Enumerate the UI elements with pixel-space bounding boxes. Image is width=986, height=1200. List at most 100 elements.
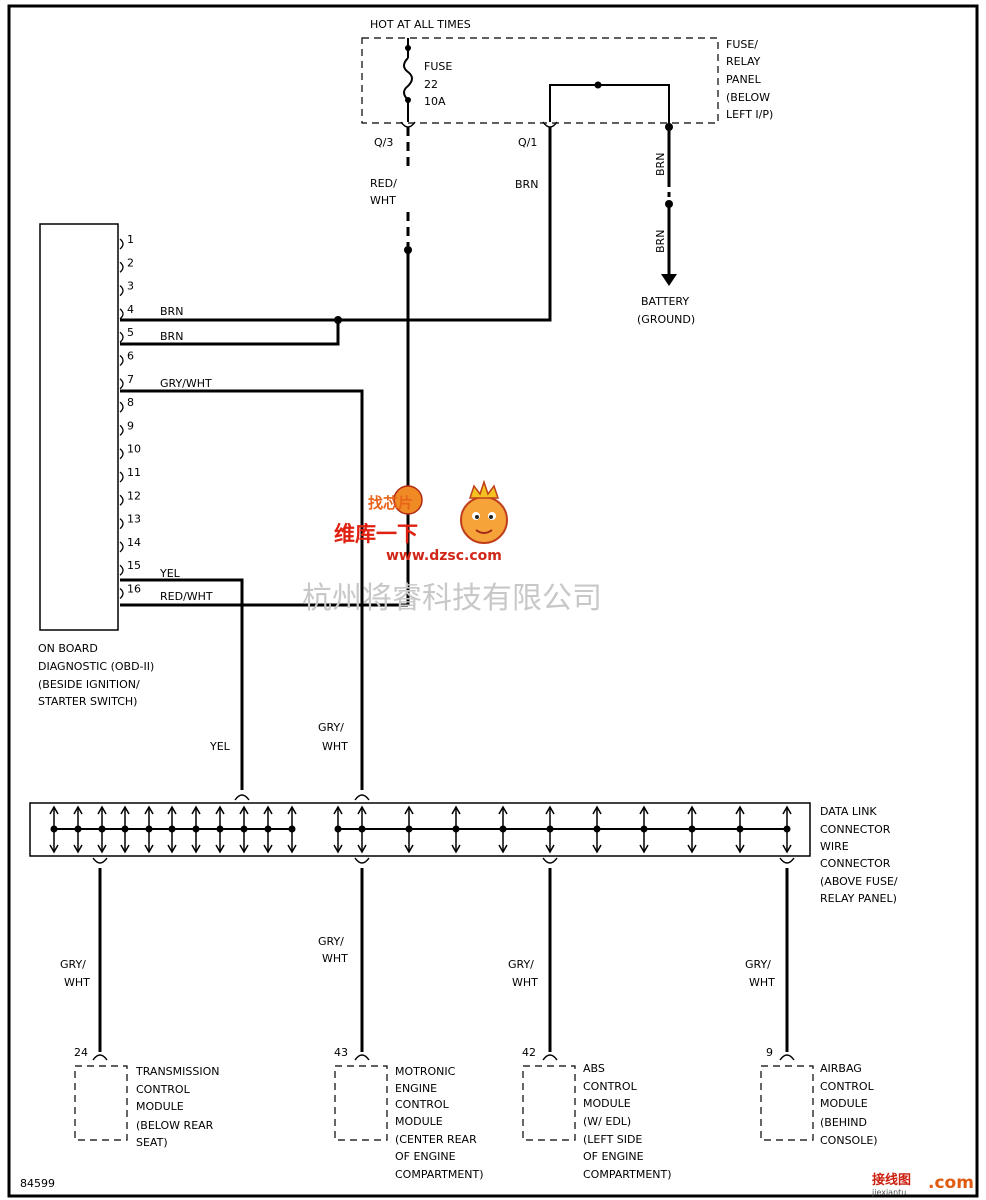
abs-wire-label-1: GRY/: [508, 958, 534, 971]
obd-pin-8-terminal: [119, 401, 124, 413]
obd-label-line-1: ON BOARD: [38, 642, 98, 655]
fuse-22-symbol: [403, 38, 413, 122]
gry-wht-obd-to-dlc-wire: [120, 389, 364, 790]
red-wht-splice-dot: [404, 246, 412, 254]
abs-label-line-5: (LEFT SIDE: [583, 1133, 642, 1146]
obd-pin-9-terminal: [119, 424, 124, 436]
airbag-label-line-1: AIRBAG: [820, 1062, 862, 1075]
airbag-label-line-4: (BEHIND: [820, 1116, 867, 1129]
tcm-wire-label-1: GRY/: [60, 958, 86, 971]
obd-pin-14-terminal: [119, 541, 124, 553]
obd-label-line-3: (BESIDE IGNITION/: [38, 678, 140, 691]
gry-wht-obd-label-line-1: GRY/: [318, 721, 344, 734]
obd-pin-16-terminal: [119, 588, 124, 599]
yel-wire-label: YEL: [209, 740, 231, 753]
brn-ground-label-1: BRN: [654, 153, 667, 176]
gry-wht-obd-label-line-2: WHT: [322, 740, 348, 753]
dlc-pin-10: [263, 805, 273, 854]
dlc-pin-15: [451, 805, 461, 854]
dlc-label-line-1: DATA LINK: [820, 805, 877, 818]
tcm-pin-connector: [92, 1054, 108, 1061]
dlc-pin-4: [120, 805, 130, 854]
abs-label-line-1: ABS: [583, 1062, 605, 1075]
fuse-panel-box: [361, 37, 719, 124]
obd-pin-13-number: 13: [127, 513, 141, 526]
obd-pin-13-terminal: [119, 518, 124, 530]
obd-pin-7-number: 7: [127, 373, 134, 386]
obd-pin-10-number: 10: [127, 443, 141, 456]
dzsc-logo: 找芯片 维库一下 www.dzsc.com: [334, 479, 508, 564]
terminal-q1-label: Q/1: [518, 136, 537, 149]
abs-box: [522, 1065, 576, 1141]
obd-label-line-2: DIAGNOSTIC (OBD-II): [38, 660, 154, 673]
panel-label-line-4: (BELOW: [726, 91, 770, 104]
obd-pin-4-wire-label: BRN: [160, 305, 183, 318]
brn-q1-label: BRN: [515, 178, 538, 191]
panel-internal-bus: [549, 81, 670, 126]
abs-label-line-3: MODULE: [583, 1097, 631, 1110]
battery-ground-line-2: (GROUND): [637, 313, 695, 326]
abs-pin-label: 42: [522, 1046, 536, 1059]
abs-label-line-2: CONTROL: [583, 1080, 638, 1093]
ecm-label-line-7: COMPARTMENT): [395, 1168, 484, 1181]
dlc-pin-14: [404, 805, 414, 854]
airbag-label-line-3: MODULE: [820, 1097, 868, 1110]
dlc-pin-12: [333, 805, 343, 854]
dlc-pin-3: [97, 805, 107, 854]
obd-pin-10-terminal: [119, 448, 124, 460]
corner-logo-text: 接线图: [872, 1172, 911, 1188]
obd-pin-9-number: 9: [127, 419, 134, 432]
ecm-label-line-2: ENGINE: [395, 1082, 437, 1095]
logo-crown-icon: [468, 479, 500, 499]
logo-top-text: 找芯片: [368, 494, 413, 512]
corner-watermark: 接线图 .com jiexiantu: [871, 1172, 974, 1197]
data-link-connector: DATA LINK CONNECTOR WIRE CONNECTOR (ABOV…: [29, 802, 898, 905]
dlc-output-connectors: [92, 857, 795, 864]
ecm-box: [334, 1065, 388, 1141]
obd-pin-11-number: 11: [127, 466, 141, 479]
tcm-pin-label: 24: [74, 1046, 88, 1059]
ecm-label-line-1: MOTRONIC: [395, 1065, 456, 1078]
dlc-label-line-3: WIRE: [820, 840, 849, 853]
dlc-pin-8: [215, 805, 225, 854]
red-wht-feed-wire: [120, 127, 410, 607]
dlc-pin-2: [73, 805, 83, 854]
dlc-pin-11: [287, 805, 297, 854]
tcm-label-line-2: CONTROL: [136, 1083, 191, 1096]
logo-mascot-face: [460, 496, 508, 544]
ground-arrow-icon: [661, 274, 677, 286]
ground-splice-dot-2: [665, 200, 673, 208]
obd-pin-7-terminal: [119, 378, 124, 390]
dlc-pin-6: [167, 805, 177, 854]
dlc-pin-19: [639, 805, 649, 854]
dlc-label-line-2: CONNECTOR: [820, 823, 891, 836]
logo-main-text: 维库一下: [334, 522, 418, 546]
dlc-pin-row: [49, 805, 792, 854]
ecm-wire-label-2: WHT: [322, 952, 348, 965]
abs-label-line-7: COMPARTMENT): [583, 1168, 672, 1181]
tcm-label-line-1: TRANSMISSION: [135, 1065, 219, 1078]
corner-com-text: .com: [928, 1173, 974, 1193]
ecm-label-line-6: OF ENGINE: [395, 1150, 456, 1163]
obd-pin-15-wire-label: YEL: [159, 567, 181, 580]
module-branch-wires: [98, 868, 789, 1052]
airbag-wire-label-2: WHT: [749, 976, 775, 989]
dlc-pin-1: [49, 805, 59, 854]
obd-pin-11-terminal: [119, 471, 124, 483]
corner-sub-text: jiexiantu: [871, 1188, 906, 1197]
dlc-yel-input-connector: [234, 794, 250, 801]
dlc-pin-20: [687, 805, 697, 854]
obd-label-line-4: STARTER SWITCH): [38, 695, 137, 708]
yel-obd-to-dlc-wire: [120, 578, 244, 790]
red-wht-label-line-1: RED/: [370, 177, 397, 190]
dlc-pin-22: [782, 805, 792, 854]
obd-pin-12-terminal: [119, 494, 124, 506]
figure-id: 84599: [20, 1177, 55, 1190]
obd-pin-2-number: 2: [127, 256, 134, 269]
obd-pin-16-number: 16: [127, 583, 141, 596]
airbag-control-module: 9 AIRBAG CONTROL MODULE (BEHIND CONSOLE): [760, 1046, 878, 1147]
ecm-label-line-4: MODULE: [395, 1115, 443, 1128]
obd-pin-1-number: 1: [127, 233, 134, 246]
